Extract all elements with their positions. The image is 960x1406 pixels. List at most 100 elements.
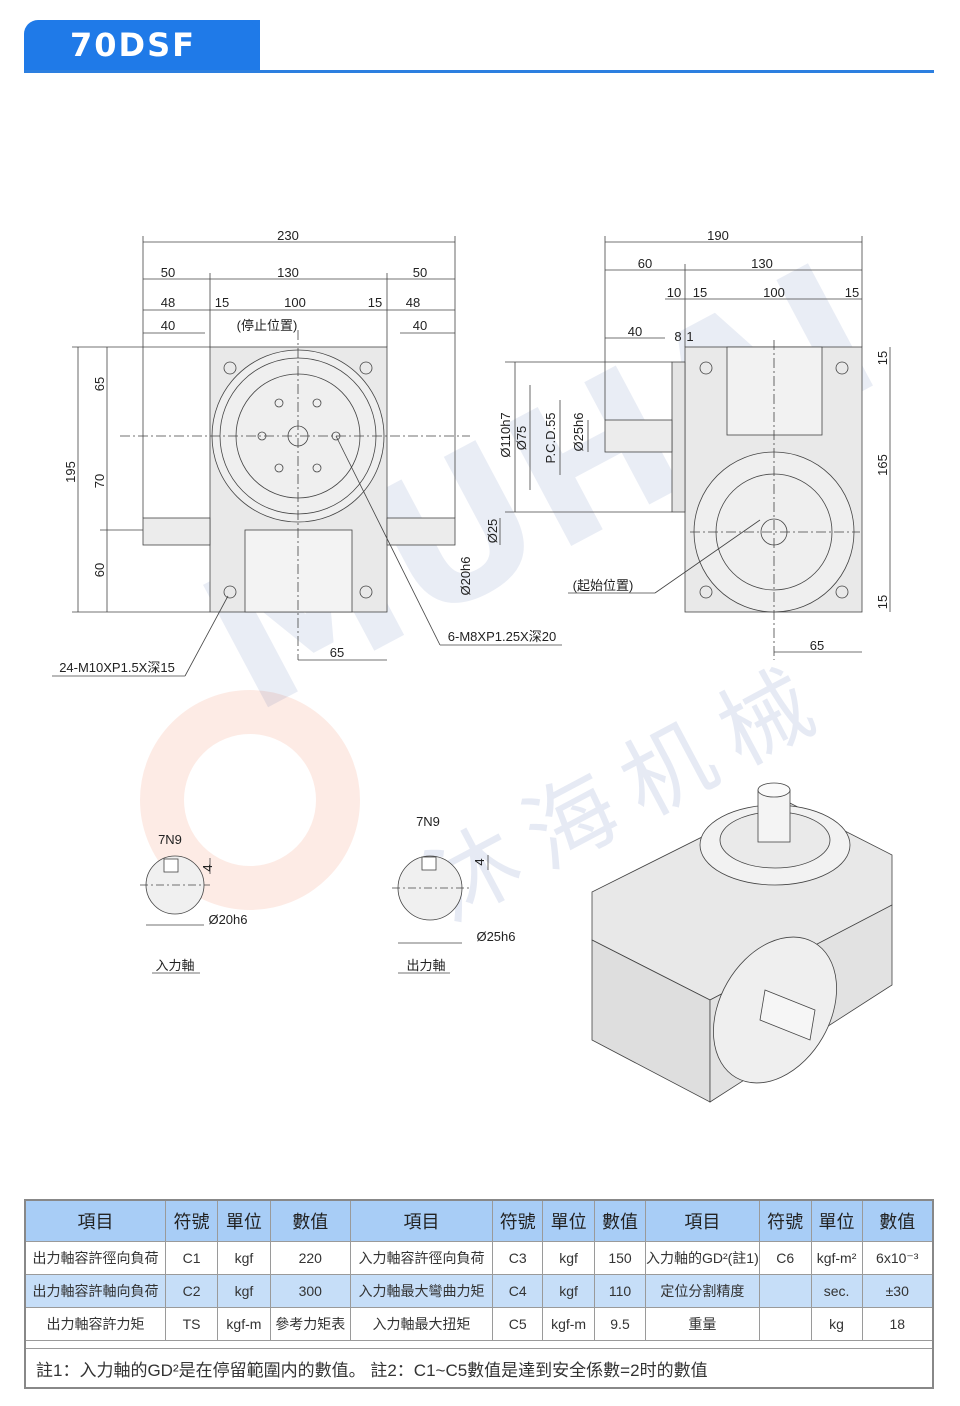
title-tab <box>24 20 260 72</box>
dim-label: 40 <box>413 318 427 333</box>
dim-label: 195 <box>63 461 78 483</box>
table-cell: 入力軸容許徑向負荷 <box>349 1241 494 1275</box>
table-cell: C4 <box>492 1274 544 1308</box>
front-view <box>52 236 562 677</box>
dim-label: 100 <box>763 285 785 300</box>
dim-label: 15 <box>845 285 859 300</box>
col-header: 單位 <box>542 1199 596 1242</box>
front-view-labels: 230 50 130 50 48 15 100 15 48 40 40 195 … <box>59 228 556 675</box>
table-cell: 150 <box>594 1241 646 1275</box>
dim-label: 65 <box>810 638 824 653</box>
isometric-view <box>591 782 893 1103</box>
dim-label: 130 <box>751 256 773 271</box>
dim-label: 190 <box>707 228 729 243</box>
dim-label: 100 <box>284 295 306 310</box>
table-cell: sec. <box>810 1274 863 1308</box>
dim-label: 130 <box>277 265 299 280</box>
table-cell: C1 <box>165 1241 218 1275</box>
spec-table: 項目 符號 單位 數值 項目 符號 單位 數值 項目 符號 單位 數值 出力軸容… <box>24 1199 934 1389</box>
table-cell: 220 <box>269 1241 351 1275</box>
input-depth-label: 4 <box>200 864 215 871</box>
dim-label: 60 <box>92 563 107 577</box>
table-cell: 110 <box>594 1274 646 1308</box>
dim-label: 40 <box>628 324 642 339</box>
table-cell: kgf-m² <box>810 1241 863 1275</box>
table-cell: kgf-m <box>542 1307 596 1341</box>
dim-label: 48 <box>406 295 420 310</box>
dim-label: 48 <box>161 295 175 310</box>
table-cell: 參考力矩表 <box>269 1307 351 1341</box>
d75-label: Ø75 <box>514 426 529 451</box>
table-cell: C3 <box>492 1241 544 1275</box>
table-note: 註1：入力軸的GD²是在停留範圍内的數值。 註2：C1~C5數值是達到安全係數=… <box>24 1348 934 1389</box>
shaft-labels: 7N9 4 Ø20h6 入力軸 7N9 4 Ø25h6 出力軸 <box>155 814 515 973</box>
dim-label: 15 <box>875 595 890 609</box>
start-position-label: (起始位置) <box>573 578 634 593</box>
technical-drawing: 230 50 130 50 48 15 100 15 48 40 40 195 … <box>52 228 893 1103</box>
table-cell: C5 <box>492 1307 544 1341</box>
output-key-label: 7N9 <box>416 814 440 829</box>
table-cell <box>758 1307 812 1341</box>
table-cell: 出力軸容許軸向負荷 <box>24 1274 167 1308</box>
dim-label: 50 <box>161 265 175 280</box>
dim-label: 60 <box>638 256 652 271</box>
col-header: 項目 <box>24 1199 167 1242</box>
dim-label: 10 <box>667 285 681 300</box>
d110-label: Ø110h7 <box>498 412 513 457</box>
table-row: 出力軸容許軸向負荷 C2 kgf 300 入力軸最大彎曲力矩 C4 kgf 11… <box>24 1274 934 1308</box>
dim-label: 15 <box>215 295 229 310</box>
dim-label: 65 <box>330 645 344 660</box>
table-cell: kgf <box>542 1274 596 1308</box>
table-cell <box>758 1274 812 1308</box>
output-shaft-label: 出力軸 <box>406 958 445 973</box>
dim-label: 40 <box>161 318 175 333</box>
dim-label: 50 <box>413 265 427 280</box>
model-title: 70DSF <box>70 26 196 64</box>
col-header: 單位 <box>216 1199 271 1242</box>
dim-label: 230 <box>277 228 299 243</box>
pcd-label: P.C.D.55 <box>543 412 558 463</box>
table-cell: 入力軸的GD²(註1) <box>644 1241 760 1275</box>
table-cell: 6x10⁻³ <box>861 1241 934 1275</box>
table-header-row: 項目 符號 單位 數值 項目 符號 單位 數值 項目 符號 單位 數值 <box>24 1199 934 1242</box>
table-cell: 18 <box>861 1307 934 1341</box>
shaft-dia-label: Ø25 <box>485 519 500 544</box>
spacer-cell <box>24 1340 934 1349</box>
tap-holes-callout: 24-M10XP1.5X深15 <box>59 660 175 675</box>
table-cell: kg <box>810 1307 863 1341</box>
d25-label: Ø25h6 <box>571 412 586 451</box>
dim-label: 8 <box>674 329 681 344</box>
dim-label: 165 <box>875 454 890 476</box>
table-cell: 定位分割精度 <box>644 1274 760 1308</box>
table-cell: ±30 <box>861 1274 934 1308</box>
table-cell: 9.5 <box>594 1307 646 1341</box>
output-dia-label: Ø25h6 <box>476 929 515 944</box>
col-header: 數值 <box>861 1199 934 1242</box>
table-spacer <box>24 1340 934 1349</box>
table-cell: 出力軸容許徑向負荷 <box>24 1241 167 1275</box>
table-cell: kgf <box>216 1274 271 1308</box>
dim-label: 15 <box>368 295 382 310</box>
col-header: 符號 <box>165 1199 218 1242</box>
col-header: 數值 <box>594 1199 646 1242</box>
table-cell: C6 <box>758 1241 812 1275</box>
shaft-fit-label: Ø20h6 <box>458 556 473 595</box>
table-row: 出力軸容許徑向負荷 C1 kgf 220 入力軸容許徑向負荷 C3 kgf 15… <box>24 1241 934 1275</box>
dim-label: 15 <box>693 285 707 300</box>
col-header: 項目 <box>644 1199 760 1242</box>
header-rule <box>24 70 934 73</box>
table-cell: TS <box>165 1307 218 1341</box>
note-row: 註1：入力軸的GD²是在停留範圍内的數值。 註2：C1~C5數值是達到安全係數=… <box>24 1348 934 1389</box>
table-row: 出力軸容許力矩 TS kgf-m 參考力矩表 入力軸最大扭矩 C5 kgf-m … <box>24 1307 934 1341</box>
output-depth-label: 4 <box>472 858 487 865</box>
col-header: 單位 <box>810 1199 863 1242</box>
table-cell: 入力軸最大扭矩 <box>349 1307 494 1341</box>
table-cell: 出力軸容許力矩 <box>24 1307 167 1341</box>
input-shaft-section <box>140 855 211 974</box>
table-cell: 300 <box>269 1274 351 1308</box>
dim-label: 1 <box>686 329 693 344</box>
table-cell: kgf-m <box>216 1307 271 1341</box>
col-header: 符號 <box>492 1199 544 1242</box>
col-header: 符號 <box>758 1199 812 1242</box>
